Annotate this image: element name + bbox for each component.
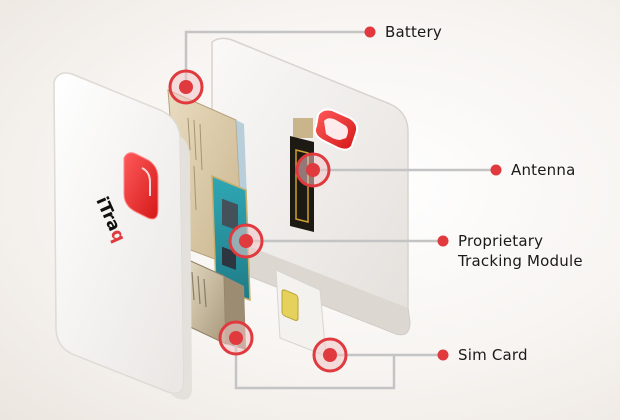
front-case — [53, 72, 192, 400]
callout-text: Battery — [385, 23, 442, 41]
callout-text: Proprietary — [458, 232, 544, 250]
connector-sim-a — [234, 338, 396, 390]
sim-card-component — [275, 269, 327, 357]
marker-sim-card — [312, 337, 348, 373]
callout-label-tracking-module: Proprietary Tracking Module — [458, 231, 583, 271]
callout-text: Antenna — [511, 161, 576, 179]
callout-label-antenna: Antenna — [511, 160, 575, 180]
callout-label-sim-card: Sim Card — [458, 345, 528, 365]
label-dot-battery — [364, 26, 376, 38]
marker-tracking-module — [228, 223, 264, 259]
connector-lines — [184, 30, 496, 390]
callout-markers — [168, 26, 502, 373]
label-dot-sim-card — [437, 349, 449, 361]
marker-usb — [218, 320, 254, 356]
front-case-button — [123, 152, 159, 220]
connector-battery — [184, 30, 370, 85]
callout-label-battery: Battery — [385, 22, 442, 42]
label-dot-antenna — [490, 164, 502, 176]
marker-antenna — [295, 152, 331, 188]
callout-text: Sim Card — [458, 346, 528, 364]
callout-text: Tracking Module — [458, 252, 583, 270]
label-dot-tracking-module — [437, 235, 449, 247]
marker-battery — [168, 69, 204, 105]
